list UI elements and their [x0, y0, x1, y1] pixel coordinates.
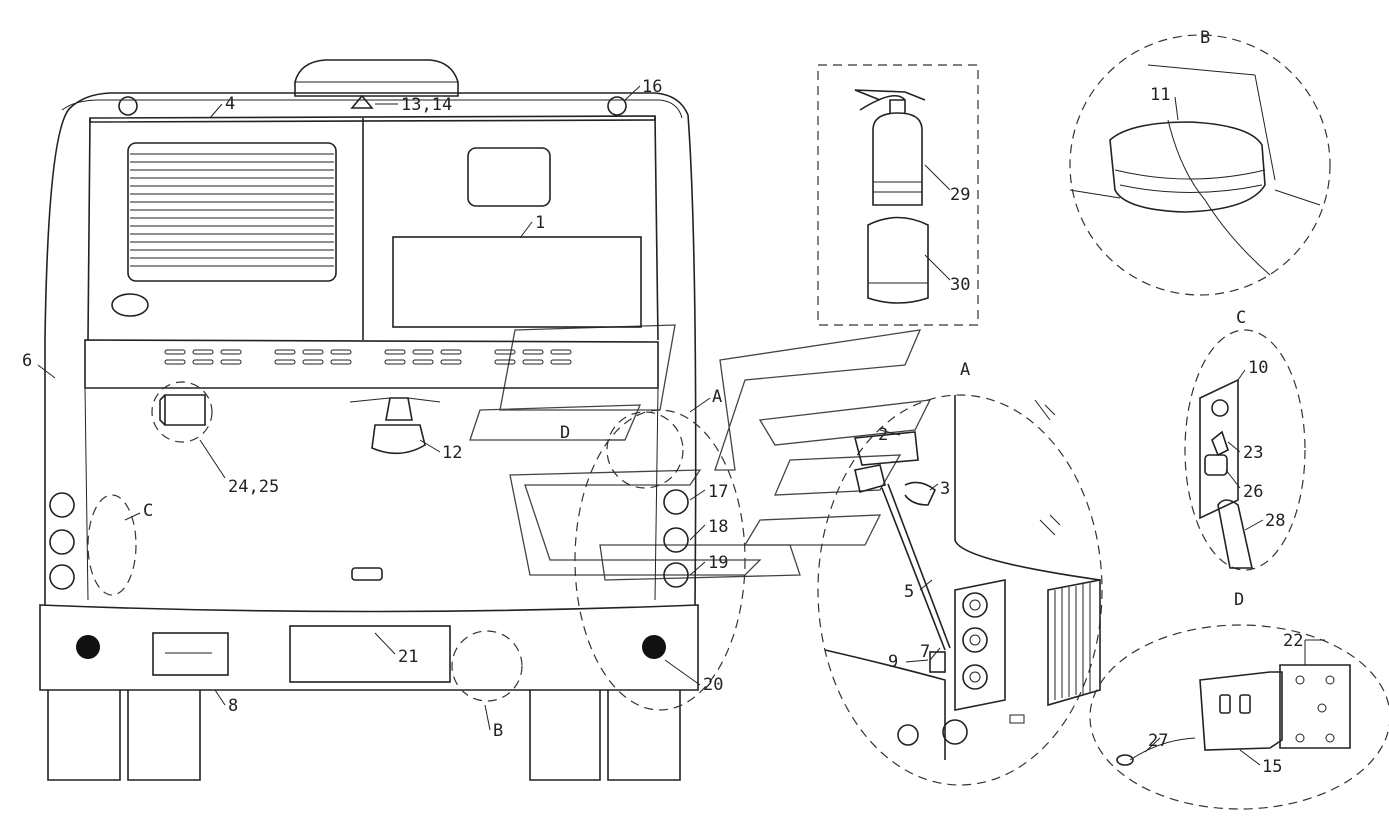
rear-bumper [39, 604, 699, 691]
detail-ref-b: B [493, 721, 503, 741]
detail-c-view [1184, 329, 1306, 571]
callout-2: 2 [878, 425, 888, 445]
plate-lamp [152, 632, 229, 676]
detail-d-view [1089, 624, 1389, 810]
bus-body-outline [44, 92, 697, 606]
rear-lamp-18 [663, 527, 689, 553]
detail-ref-a: A [712, 387, 722, 407]
roof-hatch [294, 59, 459, 97]
licence-plate [289, 625, 451, 683]
detail-ref-c: C [143, 501, 153, 521]
callout-6: 6 [22, 351, 32, 371]
reflector-right [642, 635, 666, 659]
destination-sign [392, 236, 642, 328]
callout-7: 7 [920, 642, 930, 662]
callout-3: 3 [940, 479, 950, 499]
rear-wheels [47, 690, 681, 781]
detail-title-b: B [1200, 28, 1210, 48]
callout-4: 4 [225, 94, 235, 114]
callout-18: 18 [708, 517, 728, 537]
rear-lamp-17 [663, 489, 689, 515]
detail-b-view [1069, 34, 1331, 296]
callout-12: 12 [442, 443, 462, 463]
callout-30: 30 [950, 275, 970, 295]
watermark-logo [469, 324, 932, 581]
detail-title-a: A [960, 360, 970, 380]
callout-20: 20 [703, 675, 723, 695]
extinguisher-canister [867, 216, 929, 304]
detail-title-d: D [1234, 590, 1244, 610]
rear-window-frame [87, 115, 659, 341]
detail-circle-c [87, 494, 137, 596]
callout-5: 5 [904, 582, 914, 602]
reflector-left [76, 635, 100, 659]
callout-16: 16 [642, 77, 662, 97]
switch-panel-assembly [1116, 664, 1351, 766]
callout-26: 26 [1243, 482, 1263, 502]
detail-circle-a [606, 411, 684, 489]
battery-switch-assembly [1199, 378, 1253, 569]
side-grille [1047, 579, 1101, 707]
callout-10: 10 [1248, 358, 1268, 378]
detail-ref-d: D [560, 423, 570, 443]
rear-round-lamp [111, 293, 149, 317]
rear-lamp-19 [663, 562, 689, 588]
callout-27: 27 [1148, 731, 1168, 751]
callout-24-25: 24,25 [228, 477, 279, 497]
callout-9: 9 [888, 652, 898, 672]
switch-9 [929, 651, 946, 673]
detail-a-view [817, 394, 1103, 786]
engine-louvre-grille [127, 142, 337, 282]
callout-13-14: 13,14 [401, 95, 452, 115]
detail-circle-b [451, 630, 523, 702]
small-rear-window [467, 147, 551, 207]
door-mechanism [824, 395, 1101, 760]
callout-17: 17 [708, 482, 728, 502]
callout-29: 29 [950, 185, 970, 205]
callout-labels: 4 1 13,14 16 6 12 24,25 17 18 19 20 21 8… [22, 28, 1303, 777]
callout-21: 21 [398, 647, 418, 667]
callout-11: 11 [1150, 85, 1170, 105]
detail-title-c: C [1236, 308, 1246, 328]
first-aid-box [159, 394, 206, 426]
vent-slots [164, 349, 572, 365]
extinguisher-detail-box [817, 64, 979, 326]
bus-rear-view [39, 59, 746, 781]
rear-camera [371, 397, 426, 455]
roof-vent-device [1069, 64, 1321, 276]
door-latch [351, 567, 383, 581]
callout-15: 15 [1262, 757, 1282, 777]
fire-extinguisher [854, 89, 926, 206]
callout-1: 1 [535, 213, 545, 233]
callout-19: 19 [708, 553, 728, 573]
callout-22: 22 [1283, 631, 1303, 651]
warning-triangle [350, 94, 374, 109]
detail-circle-d [574, 409, 746, 711]
callout-23: 23 [1243, 443, 1263, 463]
callout-8: 8 [228, 696, 238, 716]
callout-28: 28 [1265, 511, 1285, 531]
